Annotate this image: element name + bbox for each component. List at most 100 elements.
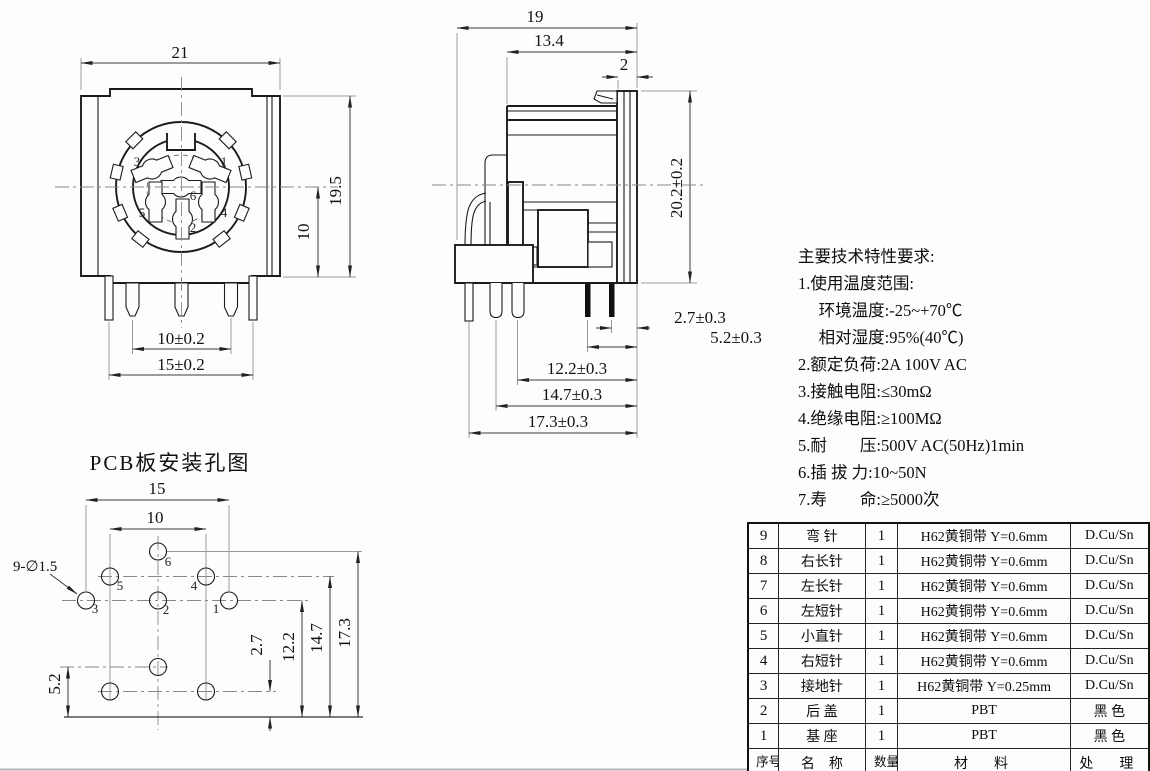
front-pin-label-1: 1 [221, 154, 228, 169]
tech-spec-line: 3.接触电阻:≤30mΩ [798, 382, 932, 401]
pcb-centerlines [60, 536, 334, 730]
front-dimension-lines [80, 61, 352, 377]
tech-specs-title: 主要技术特性要求: [798, 247, 935, 266]
pcb-holes [76, 542, 239, 701]
table-row: 2 后 盖 1 PBT 黑 色 [747, 698, 1150, 724]
dim-side-height: 20.2±0.2 [667, 158, 686, 218]
table-header-row: 序号 名 称 数量 材 料 处 理 [747, 748, 1150, 771]
part-treatment: D.Cu/Sn [1069, 648, 1150, 674]
dim-front-pin-pitch: 10±0.2 [157, 329, 205, 348]
side-pins [464, 282, 615, 322]
front-pin-label-3: 3 [134, 154, 141, 169]
part-qty: 1 [864, 673, 899, 699]
header-material: 材 料 [897, 748, 1071, 771]
front-body-flange-lines [97, 96, 273, 276]
part-qty: 1 [864, 598, 899, 624]
dim-side-depth: 19 [527, 7, 544, 26]
table-row: 3 接地针 1 H62黄铜带 Y=0.25mm D.Cu/Sn [747, 673, 1150, 699]
pcb-hole-label-3: 3 [92, 601, 99, 616]
tech-spec-line: 6.插 拔 力:10~50N [798, 463, 927, 482]
header-qty: 数量 [864, 748, 899, 771]
part-material: H62黄铜带 Y=0.6mm [897, 623, 1071, 649]
header-treatment: 处 理 [1069, 748, 1150, 771]
dim-pcb-v3: 14.7 [307, 623, 326, 653]
front-pin-label-5: 5 [139, 205, 146, 220]
tech-spec-line: 7.寿 命:≥5000次 [798, 490, 940, 509]
part-treatment: D.Cu/Sn [1069, 548, 1150, 574]
part-treatment: D.Cu/Sn [1069, 598, 1150, 624]
part-treatment: 黑 色 [1069, 723, 1150, 749]
part-name: 右长针 [778, 548, 866, 574]
side-dimension-lines [456, 26, 692, 435]
part-no: 9 [747, 522, 780, 549]
part-treatment: D.Cu/Sn [1069, 623, 1150, 649]
part-qty: 1 [864, 648, 899, 674]
part-no: 4 [747, 648, 780, 674]
tech-spec-line: 5.耐 压:500V AC(50Hz)1min [798, 436, 1025, 455]
part-treatment: D.Cu/Sn [1069, 573, 1150, 599]
dim-front-height: 19.5 [326, 176, 345, 206]
part-qty: 1 [864, 548, 899, 574]
part-treatment: D.Cu/Sn [1069, 522, 1150, 549]
front-view-drawing: 3 1 6 5 2 4 21 19.5 10 10±0.2 15±0.2 [55, 43, 356, 380]
pcb-hole-label-2: 2 [163, 602, 170, 617]
part-material: H62黄铜带 Y=0.6mm [897, 648, 1071, 674]
tech-spec-line: 2.额定负荷:2A 100V AC [798, 355, 967, 374]
part-name: 后 盖 [778, 698, 866, 724]
part-material: H62黄铜带 Y=0.25mm [897, 673, 1071, 699]
tech-spec-line: 相对湿度:95%(40℃) [798, 328, 964, 347]
header-no-label: 序号 [756, 755, 779, 769]
table-row: 1 基 座 1 PBT 黑 色 [747, 723, 1150, 749]
part-material: H62黄铜带 Y=0.6mm [897, 522, 1071, 549]
table-row: 4 右短针 1 H62黄铜带 Y=0.6mm D.Cu/Sn [747, 648, 1150, 674]
table-row: 6 左短针 1 H62黄铜带 Y=0.6mm D.Cu/Sn [747, 598, 1150, 624]
header-no: 序号 [747, 748, 780, 771]
dim-side-pin-a: 2.7±0.3 [674, 308, 726, 327]
part-material: H62黄铜带 Y=0.6mm [897, 573, 1071, 599]
part-name: 基 座 [778, 723, 866, 749]
dim-front-leg-pitch: 15±0.2 [157, 355, 205, 374]
table-row: 8 右长针 1 H62黄铜带 Y=0.6mm D.Cu/Sn [747, 548, 1150, 574]
part-treatment: D.Cu/Sn [1069, 673, 1150, 699]
part-qty: 1 [864, 723, 899, 749]
pcb-hole-diagram: PCB板安装孔图 [13, 451, 363, 731]
front-centerlines [55, 77, 338, 328]
tech-spec-line: 4.绝缘电阻:≥100MΩ [798, 409, 942, 428]
part-no: 8 [747, 548, 780, 574]
dim-side-pin-d: 14.7±0.3 [542, 385, 602, 404]
part-name: 左短针 [778, 598, 866, 624]
tech-spec-line: 环境温度:-25~+70℃ [798, 301, 963, 320]
part-no: 5 [747, 623, 780, 649]
part-material: H62黄铜带 Y=0.6mm [897, 548, 1071, 574]
dim-front-width: 21 [172, 43, 189, 62]
part-treatment: 黑 色 [1069, 698, 1150, 724]
dim-side-panel: 2 [620, 55, 629, 74]
dim-side-pin-e: 17.3±0.3 [528, 412, 588, 431]
dim-pcb-span-inner: 10 [147, 508, 164, 527]
part-material: PBT [897, 698, 1071, 724]
part-qty: 1 [864, 623, 899, 649]
part-name: 小直针 [778, 623, 866, 649]
table-row: 5 小直针 1 H62黄铜带 Y=0.6mm D.Cu/Sn [747, 623, 1150, 649]
front-pin-label-2: 2 [190, 220, 197, 235]
dim-pcb-v1: 2.7 [247, 634, 266, 656]
front-pin-label-4: 4 [221, 205, 228, 220]
part-name: 接地针 [778, 673, 866, 699]
pcb-dimension-lines [49, 498, 360, 731]
technical-requirements: 主要技术特性要求: 1.使用温度范围: 环境温度:-25~+70℃ 相对湿度:9… [798, 243, 1024, 513]
header-name: 名 称 [778, 748, 866, 771]
part-name: 左长针 [778, 573, 866, 599]
pcb-hole-label-6: 6 [165, 554, 172, 569]
part-no: 2 [747, 698, 780, 724]
part-no: 6 [747, 598, 780, 624]
part-material: PBT [897, 723, 1071, 749]
table-row: 7 左长针 1 H62黄铜带 Y=0.6mm D.Cu/Sn [747, 573, 1150, 599]
dim-pcb-span-outer: 15 [149, 479, 166, 498]
dim-side-body-depth: 13.4 [534, 31, 564, 50]
parts-table: 9 弯 针 1 H62黄铜带 Y=0.6mm D.Cu/Sn 8 右长针 1 H… [747, 522, 1150, 771]
part-qty: 1 [864, 698, 899, 724]
part-name: 弯 针 [778, 522, 866, 549]
pcb-hole-note: 9-∅1.5 [13, 559, 57, 575]
